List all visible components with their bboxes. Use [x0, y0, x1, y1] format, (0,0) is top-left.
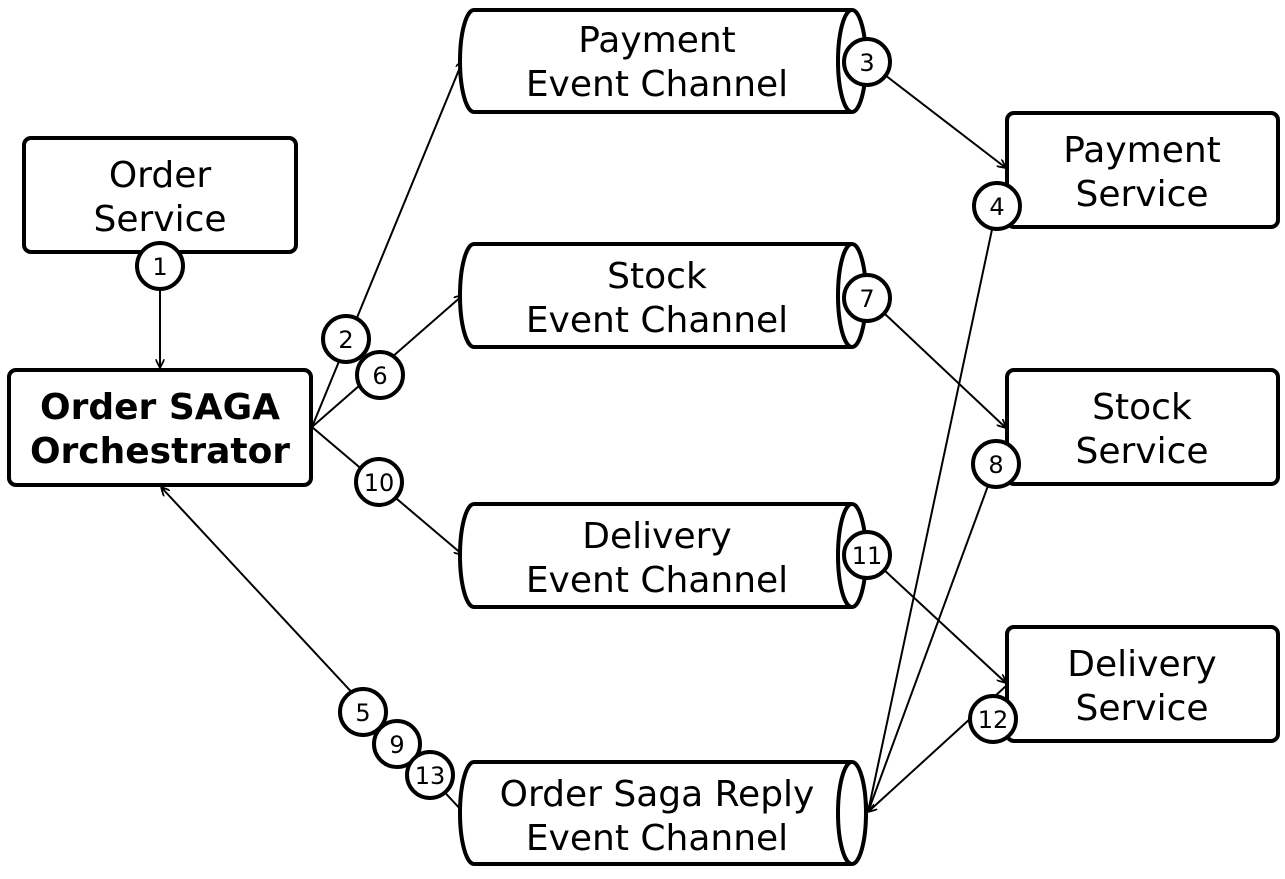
edge-orchestrator-to-payment-channel [311, 60, 463, 428]
step-badge-12: 12 [968, 694, 1018, 744]
step-number: 9 [389, 731, 404, 759]
delivery-event-channel: Delivery Event Channel [458, 502, 868, 609]
order-service-box: Order Service [22, 136, 298, 254]
stock-event-channel: Stock Event Channel [458, 242, 868, 349]
step-badges: 1 2 6 10 3 7 11 4 [135, 37, 1022, 800]
payment-event-channel: Payment Event Channel [458, 8, 868, 114]
step-badge-3: 3 [842, 37, 892, 87]
stock-service-line-2: Service [1075, 431, 1208, 472]
step-number: 2 [338, 326, 353, 354]
step-number: 1 [152, 253, 167, 281]
payment-channel-line-2: Event Channel [526, 64, 788, 105]
step-badge-4: 4 [972, 181, 1022, 231]
payment-service-box: Payment Service [1005, 111, 1280, 229]
edge-payment-channel-to-payment-service [867, 61, 1006, 168]
order-service-line-2: Service [93, 199, 226, 240]
step-number: 13 [415, 762, 446, 790]
step-badge-11: 11 [842, 530, 892, 580]
edge-stock-service-to-reply-channel [868, 463, 997, 812]
step-number: 8 [988, 451, 1003, 479]
step-badge-10: 10 [354, 457, 404, 507]
delivery-service-box: Delivery Service [1005, 625, 1280, 743]
stock-channel-line-2: Event Channel [526, 300, 788, 341]
delivery-service-line-2: Service [1075, 688, 1208, 729]
delivery-channel-line-1: Delivery [582, 516, 731, 557]
reply-channel-line-1: Order Saga Reply [500, 774, 815, 815]
delivery-service-line-1: Delivery [1067, 644, 1216, 685]
step-number: 5 [355, 699, 370, 727]
payment-service-line-1: Payment [1063, 130, 1221, 171]
step-number: 11 [852, 542, 883, 570]
order-service-line-1: Order [109, 155, 212, 196]
payment-service-line-2: Service [1075, 174, 1208, 215]
edge-stock-channel-to-stock-service [867, 297, 1006, 428]
step-number: 7 [859, 285, 874, 313]
step-number: 12 [978, 706, 1009, 734]
step-badge-13: 13 [405, 750, 455, 800]
orchestrator-box: Order SAGA Orchestrator [7, 368, 313, 487]
step-number: 6 [372, 362, 387, 390]
step-badge-9: 9 [372, 719, 422, 769]
orchestrator-line-2: Orchestrator [30, 431, 290, 472]
reply-channel-line-2: Event Channel [526, 818, 788, 859]
step-badge-2: 2 [321, 314, 371, 364]
step-badge-7: 7 [842, 273, 892, 323]
step-badge-6: 6 [355, 350, 405, 400]
step-number: 10 [364, 469, 395, 497]
step-number: 3 [859, 49, 874, 77]
edge-payment-service-to-reply-channel [868, 205, 998, 812]
stock-service-box: Stock Service [1005, 368, 1280, 486]
stock-channel-line-1: Stock [607, 256, 707, 297]
orchestrator-line-1: Order SAGA [40, 387, 280, 428]
payment-channel-line-1: Payment [578, 20, 736, 61]
step-badge-5: 5 [338, 687, 388, 737]
order-saga-reply-event-channel: Order Saga Reply Event Channel [458, 760, 868, 866]
delivery-channel-line-2: Event Channel [526, 560, 788, 601]
step-number: 4 [989, 193, 1004, 221]
edge-delivery-channel-to-delivery-service [867, 554, 1006, 683]
step-badge-8: 8 [971, 439, 1021, 489]
step-badge-1: 1 [135, 241, 185, 291]
stock-service-line-1: Stock [1092, 387, 1192, 428]
